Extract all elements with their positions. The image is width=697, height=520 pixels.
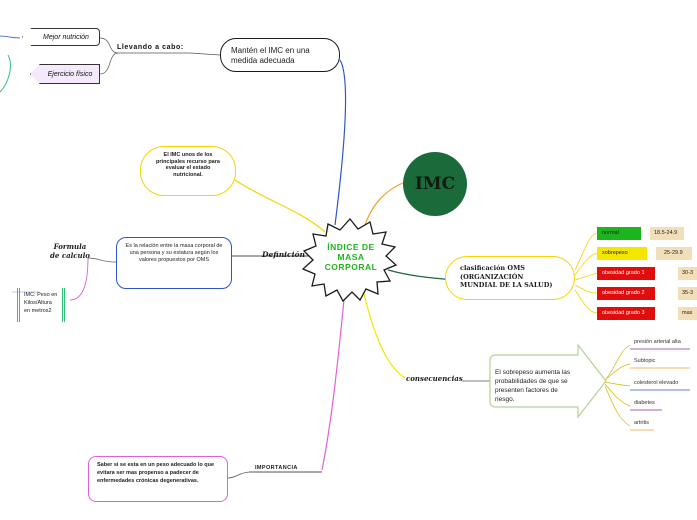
clasificacion-value-normal[interactable]: 18.5-24.9 xyxy=(650,227,684,240)
importancia-box[interactable]: Saber si se esta en un peso adecuado lo … xyxy=(88,456,228,502)
formula-label[interactable]: Formula de calculo xyxy=(50,242,90,260)
consecuencia-colesterol[interactable]: colesterol elevado xyxy=(634,380,679,386)
llevando-box[interactable]: Mantén el IMC en una medida adecuada xyxy=(220,38,340,72)
mejor-nutricion-node[interactable]: Mejor nutrición xyxy=(22,28,100,46)
row-name: obesidad grado 2 xyxy=(602,290,645,296)
row-name: sobrepeso xyxy=(602,250,628,256)
mejor-nutricion-label: Mejor nutrición xyxy=(43,34,89,41)
row-value: 18.5-24.9 xyxy=(654,230,678,236)
row-name: obesidad grado 3 xyxy=(602,310,645,316)
clasificacion-label: clasificación OMS (ORGANIZACIÓN MUNDIAL … xyxy=(460,264,553,289)
clasificacion-value-obesidad-2[interactable]: 35-3 xyxy=(678,287,697,300)
clasificacion-value-obesidad-1[interactable]: 30-3 xyxy=(678,267,697,280)
clasificacion-value-sobrepeso[interactable]: 25-29.9 xyxy=(656,247,692,260)
clasificacion-row-normal[interactable]: normal xyxy=(597,227,641,240)
consecuencias-box[interactable]: El sobrepeso aumenta las probabilidades … xyxy=(495,369,571,403)
row-name: obesidad grado 1 xyxy=(602,270,645,276)
central-starburst-shape xyxy=(301,217,398,303)
consecuencia-subtopic[interactable]: Subtopic xyxy=(634,358,656,364)
importancia-label[interactable]: IMPORTANCIA xyxy=(255,465,298,471)
row-value: 25-29.9 xyxy=(664,250,683,256)
definicion-label[interactable]: Definición xyxy=(262,250,305,259)
clasificacion-row-sobrepeso[interactable]: sobrepeso xyxy=(597,247,647,260)
consecuencias-label[interactable]: consecuencias xyxy=(406,374,463,383)
row-name: normal xyxy=(602,230,619,236)
imc-bubble[interactable]: IMC xyxy=(414,174,456,194)
clasificacion-value-obesidad-3[interactable]: mas xyxy=(678,307,697,320)
definicion-box[interactable]: Es la relación entre la masa corporal de… xyxy=(116,237,232,289)
clasificacion-row-obesidad-1[interactable]: obesidad grado 1 xyxy=(597,267,655,280)
row-value: 35-3 xyxy=(682,290,694,296)
row-value: 30-3 xyxy=(682,270,694,276)
clasificacion-row-obesidad-3[interactable]: obesidad grado 3 xyxy=(597,307,655,320)
clasificacion-box[interactable]: clasificación OMS (ORGANIZACIÓN MUNDIAL … xyxy=(445,256,575,300)
consecuencia-diabetes[interactable]: diabetes xyxy=(634,400,655,406)
ejercicio-fisico-label: Ejercicio físico xyxy=(47,71,93,78)
consecuencia-presion[interactable]: presión arterial alta xyxy=(634,339,681,345)
llevando-label[interactable]: Llevando a cabo: xyxy=(117,44,184,51)
ejercicio-fisico-node[interactable]: Ejercicio físico xyxy=(30,64,100,84)
imc-definicion-box[interactable]: El IMC unos de los principales recurso p… xyxy=(140,146,236,196)
consecuencia-artritis[interactable]: artritis xyxy=(634,420,649,426)
formula-box[interactable]: IMC: Peso en Kilos/Altura en metros2 xyxy=(17,288,65,322)
central-topic[interactable]: ÍNDICE DE MASA CORPORAL xyxy=(324,242,378,272)
row-value: mas xyxy=(682,310,693,316)
clasificacion-row-obesidad-2[interactable]: obesidad grado 2 xyxy=(597,287,655,300)
